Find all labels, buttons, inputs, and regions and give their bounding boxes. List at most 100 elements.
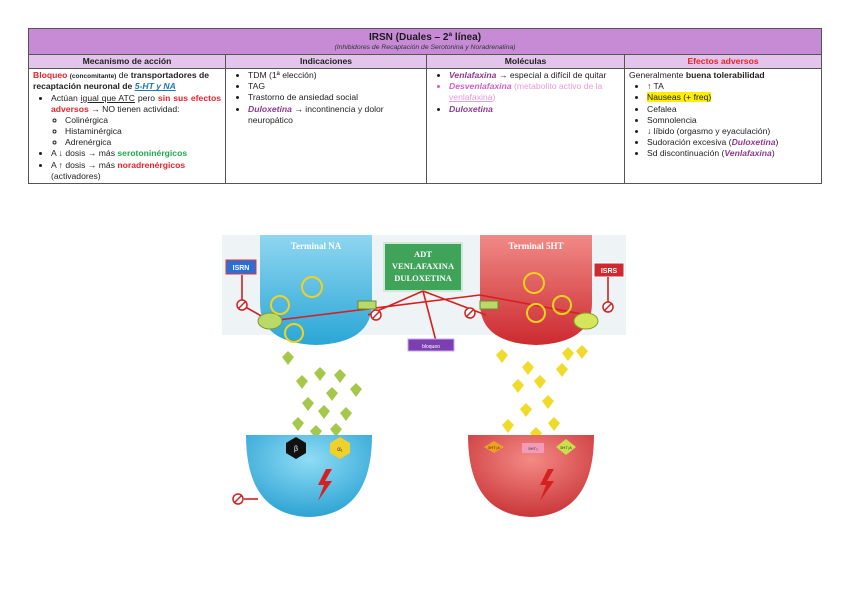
mechanism-link[interactable]: 5-HT y NA xyxy=(134,81,176,92)
text: ) xyxy=(775,137,779,148)
list-item: Desvenlafaxina (metabolito activo de la … xyxy=(449,81,620,103)
drug-name: Duloxetina xyxy=(248,103,292,114)
highlighted-text: Nauseas (+ freq) xyxy=(647,92,712,103)
text: A ↓ dosis → más xyxy=(51,148,115,159)
list-item: Trastorno de ansiedad social xyxy=(248,92,422,103)
mechanism-intro: Bloqueo (concomitante) de transportadore… xyxy=(33,70,221,93)
indications-list: TDM (1ª elección) TAG Trastorno de ansie… xyxy=(230,70,422,126)
sub-item-3: Adrenérgica xyxy=(65,137,221,148)
isrs-label: ISRS xyxy=(601,268,618,275)
drug-name: Duloxetina xyxy=(449,103,493,114)
text: (activadores) xyxy=(51,170,101,181)
5ht-transporter-2 xyxy=(573,312,599,330)
mechanism-concomitant: (concomitante) xyxy=(69,73,117,80)
header-adverse: Efectos adversos xyxy=(623,53,823,70)
text-green: serotoninérgicos xyxy=(117,148,188,159)
terminal-na-label: Terminal NA xyxy=(291,241,342,251)
table-subtitle: (Inhibidores de Recaptación de Serotonin… xyxy=(334,44,516,51)
5ht3-receptor-label: 5HT₃ xyxy=(528,446,538,451)
list-item: Somnolencia xyxy=(647,115,817,126)
text: Actúan xyxy=(51,92,78,103)
no-entry-icons xyxy=(232,299,614,505)
header-mechanism: Mecanismo de acción xyxy=(28,53,226,70)
sub-item-1: Colinérgica xyxy=(65,115,221,126)
terminal-na-shape xyxy=(260,235,372,345)
list-item: Sd discontinuación (Venlafaxina) xyxy=(647,148,817,159)
alpha1-receptor-label: α₁ xyxy=(337,447,343,453)
header-molecules: Moléculas xyxy=(426,53,625,70)
5ht2a-receptor-label: 5HT₂A xyxy=(488,445,500,450)
list-item: A ↓ dosis → más serotoninérgicos xyxy=(51,148,221,159)
list-item: Duloxetina xyxy=(449,104,620,115)
mechanism-transporters: transportadores de recaptación neuronal … xyxy=(33,70,210,92)
text: pero xyxy=(137,92,156,103)
isrn-label: ISRN xyxy=(233,265,250,272)
center-line-2: VENLAFAXINA xyxy=(392,261,455,271)
mechanism-list: Actúan igual que ATC pero sin sus efecto… xyxy=(33,93,221,182)
center-drug-box xyxy=(383,242,463,292)
table-title: IRSN (Duales – 2ª línea) xyxy=(368,32,482,43)
alpha1-receptor xyxy=(330,437,350,459)
adverse-cell: Generalmente buena tolerabilidad ↑ TA Na… xyxy=(623,68,823,184)
center-purple-box xyxy=(407,338,455,352)
isrs-box xyxy=(593,262,625,278)
header-indications: Indicaciones xyxy=(225,53,427,70)
list-item: A ↑ dosis → más noradrenérgicos (activad… xyxy=(51,160,221,182)
list-item: ↑ TA xyxy=(647,81,817,92)
activity-sublist: Colinérgica Histaminérgica Adrenérgica xyxy=(51,115,221,149)
drug-name: Duloxetina xyxy=(731,137,776,148)
beta-receptor-label: β xyxy=(294,446,298,453)
postsynaptic-5ht xyxy=(468,435,594,517)
vesicles xyxy=(270,272,572,343)
text: ) xyxy=(492,92,496,103)
list-item: ↓ líbido (orgasmo y eyaculación) xyxy=(647,126,817,137)
center-purple-label: bloqueo xyxy=(422,344,440,350)
5ht2a-receptor xyxy=(484,441,504,453)
na-transporter xyxy=(257,312,283,330)
text: (metabolito activo de la xyxy=(513,81,603,92)
signal-bolt-na xyxy=(318,469,332,501)
text: Generalmente xyxy=(629,70,684,80)
table-title-cell: IRSN (Duales – 2ª línea) (Inhibidores de… xyxy=(27,28,823,55)
drug-name: Venlafaxina xyxy=(724,148,772,159)
list-item: Actúan igual que ATC pero sin sus efecto… xyxy=(51,93,221,149)
list-item: Cefalea xyxy=(647,104,817,115)
indications-cell: TDM (1ª elección) TAG Trastorno de ansie… xyxy=(225,68,427,184)
text: A ↑ dosis → más xyxy=(51,159,115,170)
center-line-3: DULOXETINA xyxy=(394,273,452,283)
text-red: sin sus efectos adversos xyxy=(51,92,221,114)
5ht-particles xyxy=(496,345,588,441)
list-item: Duloxetina → incontinencia y dolor neuro… xyxy=(248,104,422,126)
synapse-figure: Terminal NA Terminal 5HT ADT VENLAFAXINA… xyxy=(222,233,626,525)
text: Sd discontinuación ( xyxy=(647,148,725,159)
text: → incontinencia y dolor neuropático xyxy=(248,103,384,125)
5ht1a-receptor xyxy=(556,439,576,455)
5ht1a-receptor-label: 5HT₁A xyxy=(560,445,572,450)
text: Sudoración excesiva ( xyxy=(647,137,732,148)
center-line-1: ADT xyxy=(414,249,432,259)
drug-name: Venlafaxina xyxy=(449,70,497,80)
synapse-diagram: Terminal NA Terminal 5HT ADT VENLAFAXINA… xyxy=(222,233,626,525)
list-item: TAG xyxy=(248,81,422,92)
text: ) xyxy=(771,148,775,159)
text-underline: igual que ATC xyxy=(80,92,135,103)
text-red: noradrenérgicos xyxy=(117,159,186,170)
adverse-list: ↑ TA Nauseas (+ freq) Cefalea Somnolenci… xyxy=(629,81,817,159)
text: → NO tienen actividad: xyxy=(91,103,180,114)
list-item: TDM (1ª elección) xyxy=(248,70,422,81)
terminal-5ht-shape xyxy=(480,235,592,345)
isrn-box xyxy=(225,259,257,275)
mechanism-text: de xyxy=(118,70,129,80)
sub-item-2: Histaminérgica xyxy=(65,126,221,137)
mechanism-cell: Bloqueo (concomitante) de transportadore… xyxy=(28,68,226,184)
beta-receptor xyxy=(286,437,306,459)
molecules-list: Venlafaxina → especial a difícil de quit… xyxy=(431,70,620,115)
terminal-5ht-label: Terminal 5HT xyxy=(509,241,564,251)
molecules-cell: Venlafaxina → especial a difícil de quit… xyxy=(426,68,625,184)
mechanism-blocking: Bloqueo xyxy=(33,70,68,80)
list-item: Sudoración excesiva (Duloxetina) xyxy=(647,137,817,148)
signal-bolt-5ht xyxy=(540,469,554,501)
list-item: Nauseas (+ freq) xyxy=(647,92,817,103)
adverse-intro: Generalmente buena tolerabilidad xyxy=(629,70,817,81)
5ht-transporter xyxy=(479,300,499,310)
